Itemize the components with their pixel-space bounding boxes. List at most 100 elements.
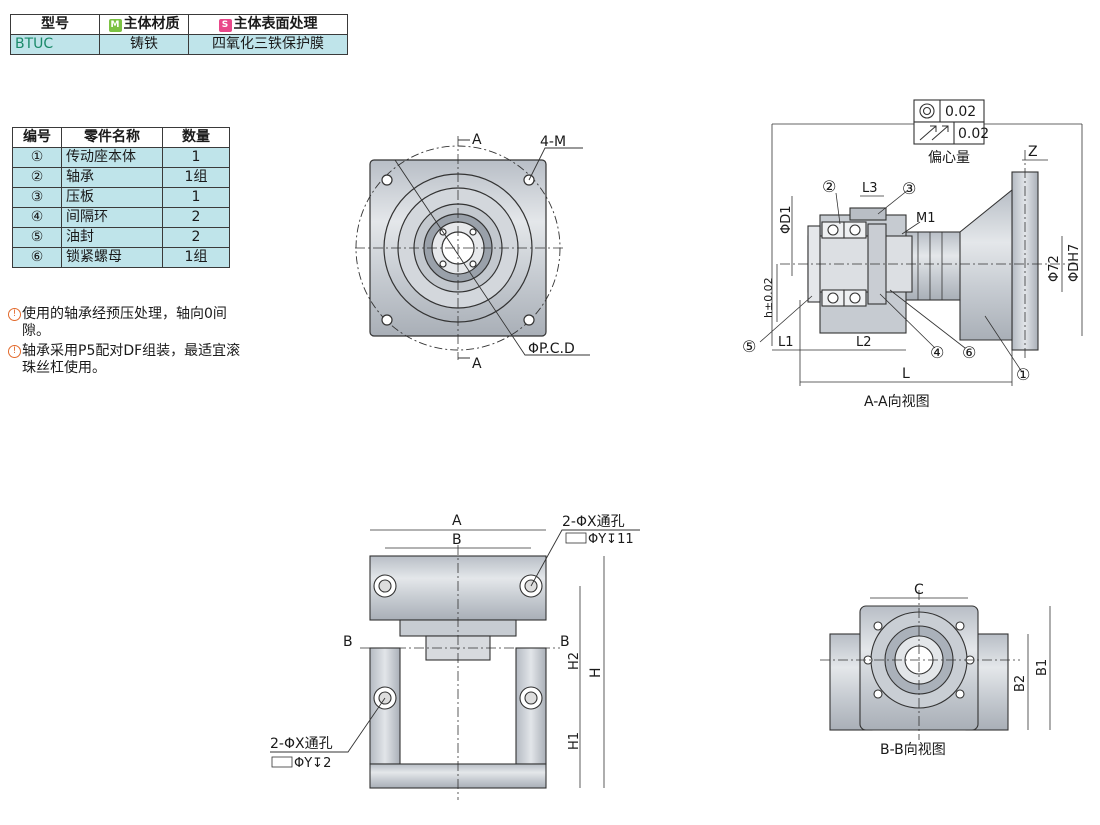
warning-icon: ! (8, 345, 21, 358)
section-mark-top: A (472, 132, 482, 148)
part-name: 锁紧螺母 (61, 247, 163, 268)
part-no: ② (12, 167, 62, 188)
h2-label: H2 (567, 652, 582, 670)
part-qty: 1组 (162, 247, 230, 268)
tol-frame-2 (913, 121, 985, 145)
section-view (759, 99, 1083, 386)
l1-label: L1 (778, 335, 794, 350)
m1-label: M1 (916, 211, 936, 226)
phi72-label: Φ72 (1047, 255, 1062, 282)
body-steps (904, 231, 961, 301)
dim-b1-label: B1 (1035, 659, 1050, 676)
h1-label: H1 (567, 732, 582, 750)
h-label: H (588, 667, 604, 678)
callout-3: ③ (902, 179, 916, 198)
part-name: 压板 (61, 187, 163, 208)
part-name: 间隔环 (61, 207, 163, 228)
callout-5: ⑤ (742, 337, 756, 356)
material-badge-icon: M (108, 19, 122, 32)
warning-icon: ! (8, 308, 21, 321)
tol-value-2: 0.02 (958, 126, 989, 142)
front-small-hole (439, 260, 447, 268)
h-tol-label: h±0.02 (762, 277, 775, 318)
hole-label: 4-M (540, 134, 566, 150)
parts-header-no: 编号 (12, 127, 62, 148)
d1-label: ΦD1 (779, 205, 794, 234)
front-bolt-hole (381, 174, 393, 186)
press-plate (849, 207, 887, 221)
eccentric-label: 偏心量 (928, 150, 970, 166)
z-label: Z (1028, 144, 1038, 160)
part-qty: 1组 (162, 167, 230, 188)
section-b-right: B (560, 634, 570, 650)
front-small-hole (469, 228, 477, 236)
callout-6: ⑥ (962, 343, 976, 362)
dim-a-label: A (452, 513, 462, 529)
spec-header-surface-label: 主体表面处理 (233, 16, 318, 32)
section-b-left: B (343, 634, 353, 650)
part-qty: 1 (162, 147, 230, 168)
spec-row: BTUC 铸铁 四氧化三铁保护膜 (10, 34, 348, 55)
part-qty: 2 (162, 207, 230, 228)
spec-header-material-label: 主体材质 (123, 16, 180, 32)
bottom-hole-leader (270, 697, 386, 753)
tol-value-1: 0.02 (945, 104, 976, 120)
l2-label: L2 (856, 335, 872, 350)
hole-bottom-depth: ΦY↧2 (294, 756, 331, 771)
section-texts: 0.02 0.02 偏心量 Z L3 M1 ΦD1 Φ72 ΦDH7 h±0.0… (742, 104, 1082, 410)
part-no: ⑤ (12, 227, 62, 248)
bb-texts: C B2 B1 B-B向视图 (880, 582, 1050, 758)
bb-caption: B-B向视图 (880, 742, 946, 758)
section-mark-bottom: A (472, 356, 482, 372)
hole-leader (528, 147, 583, 181)
front-bolt-hole (523, 314, 535, 326)
notes: !使用的轴承经预压处理，轴向0间隙。 !轴承采用P5配对DF组装，最适宜滚珠丝杠… (8, 306, 248, 380)
spec-header-model: 型号 (10, 14, 100, 35)
pcd-leader (394, 159, 590, 356)
l3-label: L3 (862, 181, 878, 196)
bottom-texts: A B 2-ΦX通孔 ΦY↧11 B B H2 H H1 2-ΦX通孔 ΦY↧2 (270, 513, 634, 771)
callout-2: ② (822, 177, 836, 196)
dim-b2-label: B2 (1013, 675, 1028, 692)
callout-4: ④ (930, 343, 944, 362)
bottom-view (270, 529, 640, 800)
note-text: 轴承采用P5配对DF组装，最适宜滚珠丝杠使用。 (22, 343, 241, 376)
top-hole-leader (530, 529, 640, 587)
dim-c-label: C (914, 582, 924, 598)
hole-top-depth: ΦY↧11 (588, 532, 634, 547)
note-text: 使用的轴承经预压处理，轴向0间隙。 (22, 306, 227, 339)
part-no: ⑥ (12, 247, 62, 268)
pcd-label: ΦP.C.D (528, 341, 575, 357)
part-no: ③ (12, 187, 62, 208)
bb-view (820, 590, 1051, 740)
l-label: L (902, 366, 910, 382)
concentricity-icon (919, 103, 935, 119)
front-small-hole (469, 260, 477, 268)
part-no: ④ (12, 207, 62, 228)
spec-model-value: BTUC (10, 34, 100, 55)
section-caption: A-A向视图 (864, 394, 930, 410)
spec-material-value: 铸铁 (99, 34, 189, 55)
callout-1: ① (1016, 365, 1030, 384)
parts-header-qty: 数量 (162, 127, 230, 148)
front-view (355, 136, 590, 360)
front-bolt-hole (381, 314, 393, 326)
hole-top-label: 2-ΦX通孔 (562, 514, 625, 530)
note-item: !使用的轴承经预压处理，轴向0间隙。 (8, 306, 248, 340)
hole-bottom-label: 2-ΦX通孔 (270, 736, 333, 752)
dh7-label: ΦDH7 (1067, 244, 1082, 282)
spec-surface-value: 四氧化三铁保护膜 (188, 34, 348, 55)
surface-badge-icon: S (218, 19, 232, 32)
part-no: ① (12, 147, 62, 168)
note-item: !轴承采用P5配对DF组装，最适宜滚珠丝杠使用。 (8, 343, 248, 377)
part-qty: 1 (162, 187, 230, 208)
